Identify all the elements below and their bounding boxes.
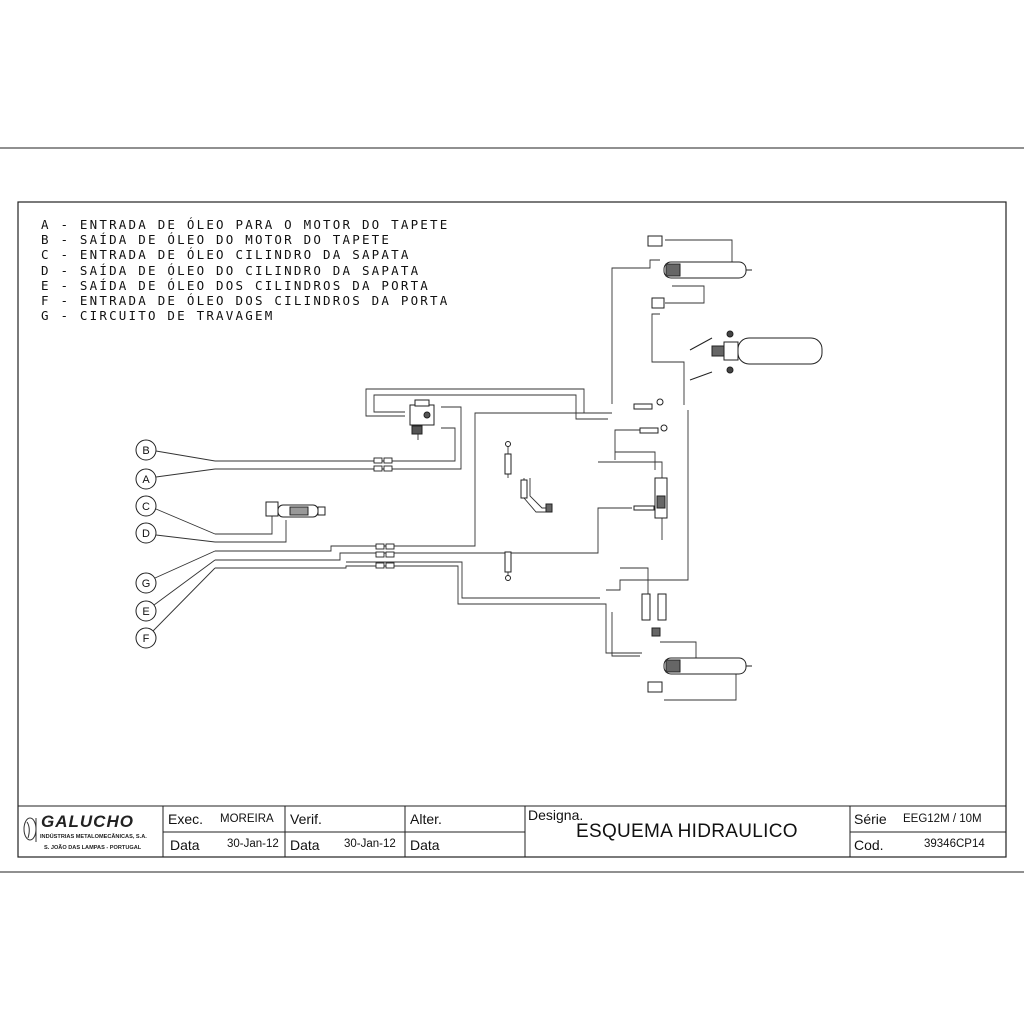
callout-e-label: E [142, 606, 149, 618]
title-block-grid [18, 805, 1006, 857]
mid-vertical-cylinders [504, 441, 553, 581]
callout-g: G [135, 550, 216, 594]
coupling-b [373, 457, 393, 464]
callout-f: F [135, 567, 216, 649]
door-cylinder-upper [647, 235, 752, 309]
callout-a-label: A [142, 474, 150, 486]
exec-value: MOREIRA [220, 813, 274, 825]
callout-d-label: D [142, 528, 150, 540]
alter-label: Alter. [410, 811, 442, 827]
cross-mid-b [620, 567, 649, 600]
company-logo: GALUCHO [41, 812, 134, 831]
loop-upper-cyl [665, 285, 705, 304]
drawing-border [17, 201, 1007, 858]
serie-value: EEG12M / 10M [903, 813, 982, 825]
legend-item-d: D - SAÍDA DE ÓLEO DO CILINDRO DA SAPATA [41, 262, 421, 278]
riser-right-b [651, 313, 685, 405]
hose-g [215, 412, 608, 552]
loop-bottom-b [660, 641, 697, 660]
valve-fittings [633, 330, 734, 434]
hose-f-inner [346, 561, 600, 599]
cod-value: 39346CP14 [924, 838, 985, 850]
riser-left [611, 259, 660, 404]
brake-cylinder-center [633, 477, 668, 519]
coupling-f [375, 562, 395, 569]
callout-e: E [135, 559, 216, 622]
designa-label: Designa. [528, 807, 584, 823]
legend-item-g: G - CIRCUITO DE TRAVAGEM [41, 308, 275, 324]
loop-top [665, 239, 733, 268]
coupling-g [375, 543, 395, 550]
data-label-exec: Data [170, 837, 200, 853]
hose-b [215, 427, 456, 462]
riser-right [606, 410, 689, 591]
hose-e [215, 507, 632, 561]
mid-cylinder-link [523, 478, 548, 513]
callout-a: A [135, 468, 216, 490]
callout-b: B [135, 439, 216, 462]
callout-c: C [135, 495, 216, 535]
shoe-cylinder [265, 501, 326, 518]
verif-label: Verif. [290, 811, 322, 827]
data-label-verif: Data [290, 837, 320, 853]
tapete-motor [689, 337, 823, 381]
couplings [373, 457, 395, 569]
legend-item-f: F - ENTRADA DE ÓLEO DOS CILINDROS DA POR… [41, 293, 450, 309]
hose-c [215, 516, 273, 535]
data-value-exec: 30-Jan-12 [227, 838, 279, 850]
hose-a [215, 406, 462, 470]
hydraulic-lines [215, 239, 737, 701]
riser-center [615, 451, 656, 470]
callouts: B A C D G [135, 439, 216, 649]
company-subtitle: INDÚSTRIAS METALOMECÂNICAS, S.A. [40, 834, 147, 840]
data-label-alter: Data [410, 837, 440, 853]
riser-mid [614, 429, 640, 460]
motor-control-valve [409, 399, 435, 435]
hose-valve-loop-inner [373, 394, 608, 420]
legend: A - ENTRADA DE ÓLEO PARA O MOTOR DO TAPE… [41, 217, 449, 323]
drawing-title: ESQUEMA HIDRAULICO [576, 821, 798, 842]
mid-cylinder-link-b [529, 478, 548, 509]
callout-f-label: F [143, 633, 150, 645]
loop-bottom [664, 672, 737, 701]
data-value-verif: 30-Jan-12 [344, 838, 396, 850]
cod-label: Cod. [854, 837, 884, 853]
callout-b-label: B [142, 445, 149, 457]
legend-item-e: E - SAÍDA DE ÓLEO DOS CILINDROS DA PORTA [41, 277, 431, 293]
legend-item-a: A - ENTRADA DE ÓLEO PARA O MOTOR DO TAPE… [41, 217, 450, 232]
cross-mid [598, 461, 663, 540]
hose-d [215, 520, 287, 543]
logo-emblem [23, 817, 37, 842]
coupling-e [375, 551, 395, 558]
exec-label: Exec. [168, 811, 204, 827]
company-location: S. JOÃO DAS LAMPAS - PORTUGAL [44, 845, 142, 851]
legend-item-b: B - SAÍDA DE ÓLEO DO MOTOR DO TAPETE [41, 232, 392, 248]
callout-d: D [135, 522, 216, 544]
legend-item-c: C - ENTRADA DE ÓLEO CILINDRO DA SAPATA [41, 247, 411, 263]
hose-f [215, 565, 642, 654]
door-cylinder-lower [641, 593, 752, 693]
serie-label: Série [854, 811, 887, 827]
loop-lower [611, 612, 640, 657]
callout-g-label: G [142, 578, 151, 590]
callout-c-label: C [142, 501, 150, 513]
coupling-a [373, 465, 393, 472]
